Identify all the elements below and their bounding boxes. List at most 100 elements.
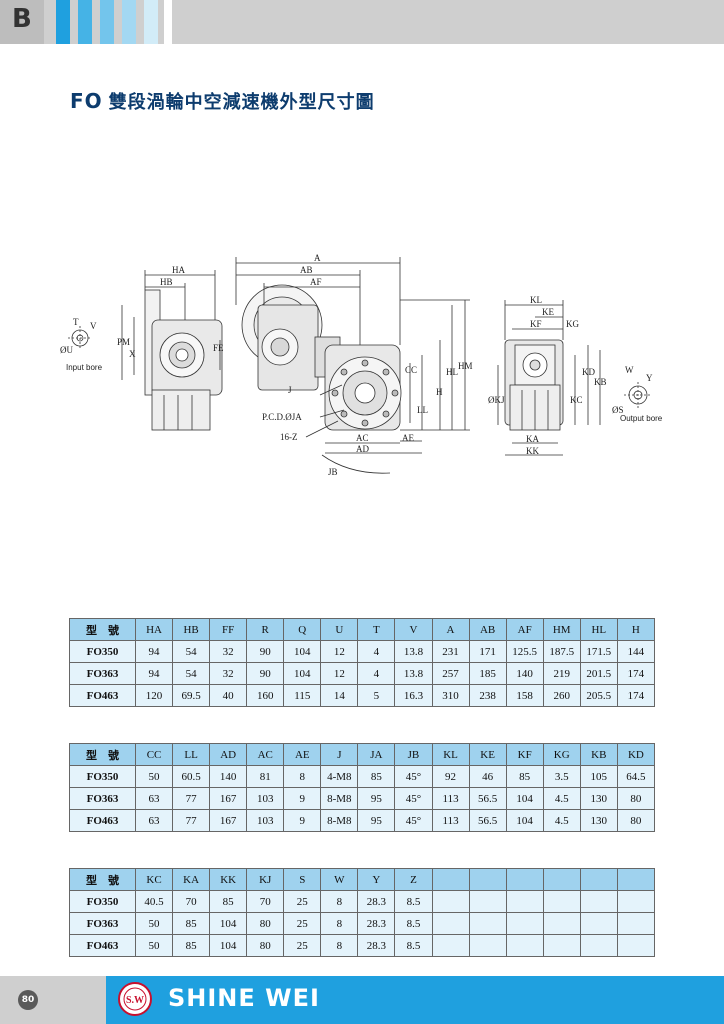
label-KJ: ØKJ	[488, 395, 505, 405]
value-cell: 8-M8	[320, 809, 359, 832]
value-cell: 80	[616, 809, 656, 832]
label-X: X	[129, 349, 136, 359]
header-cell: HL	[579, 618, 618, 641]
value-cell: 94	[134, 640, 174, 663]
value-cell	[468, 912, 507, 935]
value-cell: 4-M8	[320, 765, 359, 788]
header-cell: KC	[134, 868, 174, 891]
value-cell: 174	[616, 684, 656, 707]
label-A: A	[314, 253, 321, 263]
value-cell: 4.5	[542, 787, 581, 810]
header-cell: 型 號	[69, 618, 136, 641]
value-cell	[468, 890, 507, 913]
label-T: T	[73, 317, 79, 327]
value-cell: 56.5	[468, 787, 507, 810]
header-cell: KL	[431, 743, 470, 766]
label-KA: KA	[526, 434, 539, 444]
label-KK: KK	[526, 446, 539, 456]
label-AD: AD	[356, 444, 369, 454]
seal-text: S.W	[126, 995, 144, 1006]
label-HM: HM	[458, 361, 473, 371]
value-cell: 185	[468, 662, 507, 685]
header-cell: KG	[542, 743, 581, 766]
value-cell: 60.5	[172, 765, 211, 788]
value-cell	[505, 934, 544, 957]
value-cell: 144	[616, 640, 656, 663]
header-cell	[579, 868, 618, 891]
model-cell: FO463	[69, 934, 136, 957]
value-cell: 257	[431, 662, 470, 685]
header-cell: A	[431, 618, 470, 641]
spec-table-1: 型 號 HA HB FF R Q U T V A AB AF HM HL H F…	[69, 618, 656, 707]
header-cell: HB	[172, 618, 211, 641]
label-HA: HA	[172, 265, 185, 275]
value-cell: 25	[283, 912, 322, 935]
value-cell: 12	[320, 662, 359, 685]
header-cell	[505, 868, 544, 891]
header-cell: CC	[134, 743, 174, 766]
spec-table-3: 型 號 KC KA KK KJ S W Y Z FO350 40.5 70 85…	[69, 868, 656, 957]
label-H: H	[436, 387, 443, 397]
value-cell: 12	[320, 640, 359, 663]
header-cell: KE	[468, 743, 507, 766]
value-cell: 113	[431, 809, 470, 832]
value-cell: 85	[172, 912, 211, 935]
label-JB: JB	[328, 467, 338, 477]
label-W: W	[625, 365, 634, 375]
value-cell: 28.3	[357, 890, 396, 913]
label-V: V	[90, 321, 97, 331]
model-cell: FO463	[69, 684, 136, 707]
value-cell: 13.8	[394, 662, 433, 685]
header-cell: AF	[505, 618, 544, 641]
value-cell: 113	[431, 787, 470, 810]
value-cell: 90	[246, 662, 285, 685]
header-cell	[616, 868, 656, 891]
header-cell: LL	[172, 743, 211, 766]
value-cell: 54	[172, 640, 211, 663]
label-KF: KF	[530, 319, 542, 329]
table-row: FO350 50 60.5 140 81 8 4-M8 85 45° 92 46…	[69, 765, 656, 788]
header-cell: KA	[172, 868, 211, 891]
label-AB: AB	[300, 265, 313, 275]
value-cell: 50	[134, 912, 174, 935]
header-cell: HM	[542, 618, 581, 641]
brand-band	[106, 976, 724, 1024]
value-cell: 205.5	[579, 684, 618, 707]
value-cell: 14	[320, 684, 359, 707]
header-stripes	[56, 0, 172, 44]
label-S: ØS	[612, 405, 624, 415]
value-cell: 310	[431, 684, 470, 707]
header-cell: KD	[616, 743, 656, 766]
value-cell: 70	[246, 890, 285, 913]
value-cell	[616, 912, 656, 935]
header-cell: W	[320, 868, 359, 891]
model-cell: FO463	[69, 809, 136, 832]
label-U: ØU	[60, 345, 73, 355]
table-header-row: 型 號 KC KA KK KJ S W Y Z	[69, 868, 656, 891]
table-row: FO363 50 85 104 80 25 8 28.3 8.5	[69, 912, 656, 935]
label-KE: KE	[542, 307, 554, 317]
value-cell: 140	[209, 765, 248, 788]
header-cell: AD	[209, 743, 248, 766]
value-cell: 8.5	[394, 912, 433, 935]
header-cell: AC	[246, 743, 285, 766]
value-cell: 69.5	[172, 684, 211, 707]
value-cell: 28.3	[357, 912, 396, 935]
value-cell: 104	[209, 912, 248, 935]
value-cell: 187.5	[542, 640, 581, 663]
header-cell: KF	[505, 743, 544, 766]
header-cell: U	[320, 618, 359, 641]
value-cell: 32	[209, 640, 248, 663]
header-cell: Z	[394, 868, 433, 891]
value-cell	[579, 934, 618, 957]
value-cell: 45°	[394, 809, 433, 832]
header-cell: KJ	[246, 868, 285, 891]
value-cell: 171	[468, 640, 507, 663]
value-cell: 54	[172, 662, 211, 685]
value-cell: 81	[246, 765, 285, 788]
header-cell: FF	[209, 618, 248, 641]
value-cell: 130	[579, 809, 618, 832]
table-row: FO350 94 54 32 90 104 12 4 13.8 231 171 …	[69, 640, 656, 663]
value-cell: 85	[172, 934, 211, 957]
value-cell: 238	[468, 684, 507, 707]
